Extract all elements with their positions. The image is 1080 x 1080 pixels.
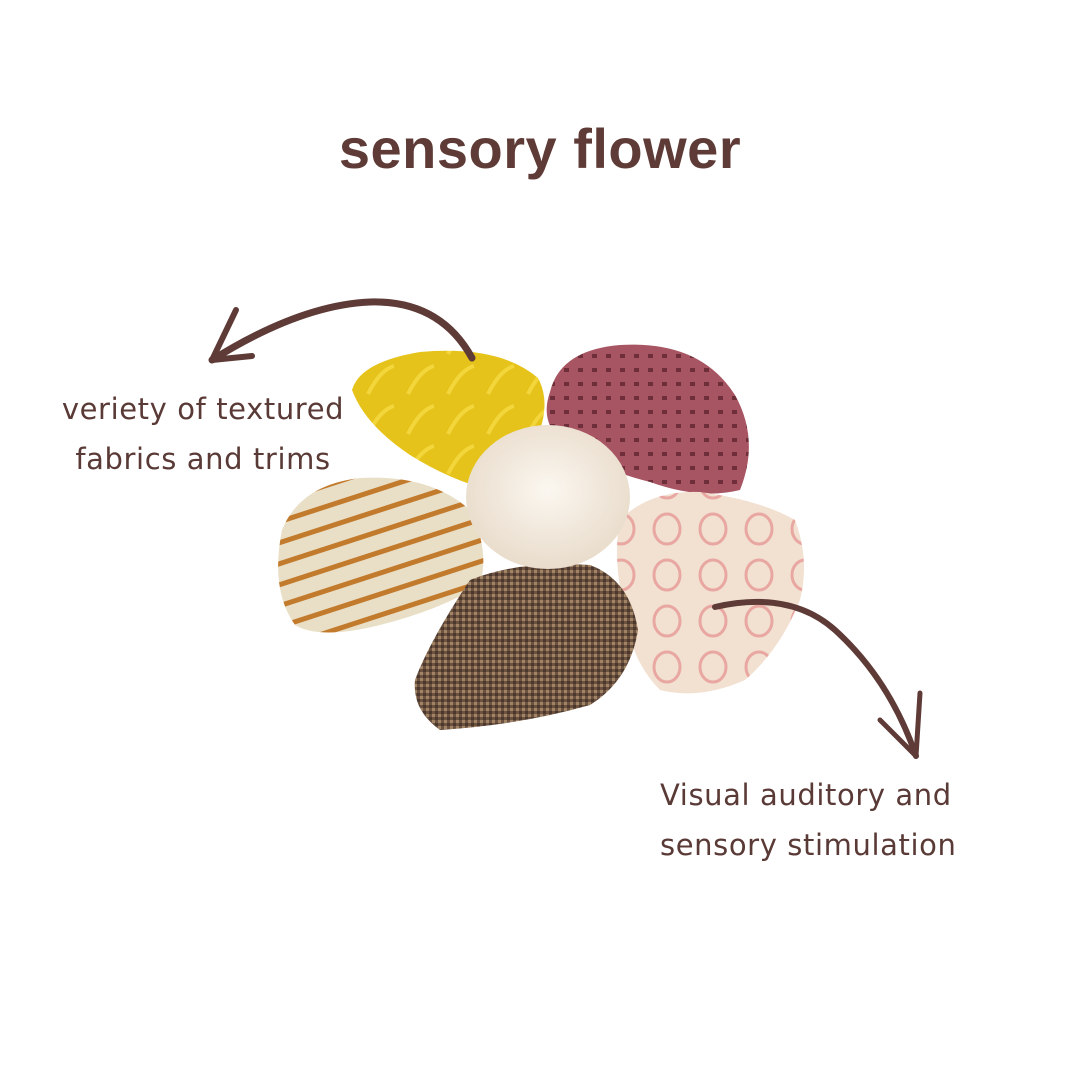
arrow-right-icon: [712, 599, 923, 759]
callout-textured-fabrics: veriety of textured fabrics and trims: [38, 384, 368, 484]
callout-left-line2: fabrics and trims: [75, 442, 331, 476]
page-title: sensory flower: [338, 116, 742, 180]
callout-right-line1: Visual auditory and: [660, 778, 952, 812]
arrow-left-icon: [208, 298, 476, 364]
petal-burlap: [414, 564, 638, 730]
petal-pink-circles: [616, 491, 804, 694]
callout-right-line2: sensory stimulation: [660, 828, 957, 862]
callout-left-line1: veriety of textured: [61, 392, 345, 426]
petal-striped: [278, 477, 484, 633]
callout-sensory-stimulation: Visual auditory and sensory stimulation: [660, 770, 1040, 870]
center-fluff: [466, 425, 630, 569]
